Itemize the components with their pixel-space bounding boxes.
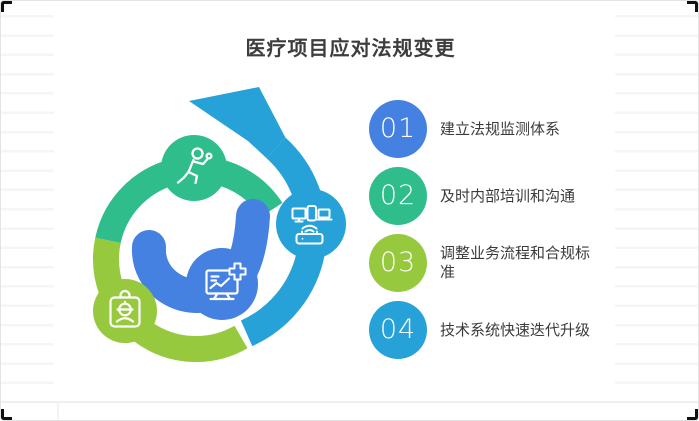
background-grid-line-vertical — [57, 401, 59, 420]
step-01-label: 建立法规监测体系 — [440, 120, 561, 138]
corner-mark-top-right — [687, 1, 698, 12]
step-01-badge: 01 — [369, 100, 427, 158]
plus-icon — [228, 262, 247, 281]
background-rule-lines-right — [615, 15, 698, 397]
step-item-03: 03 调整业务流程和合规标准 — [369, 234, 596, 292]
cycle-diagram — [93, 87, 346, 363]
page-title: 医疗项目应对法规变更 — [245, 38, 456, 60]
corner-mark-bottom-right — [687, 409, 698, 420]
runner-icon — [176, 147, 213, 185]
step-03-label: 调整业务流程和合规标准 — [440, 245, 591, 281]
id-badge-icon — [109, 289, 141, 328]
step-04-badge: 04 — [369, 301, 427, 359]
monitor-chart-icon — [205, 262, 247, 301]
node-badge — [93, 279, 157, 343]
step-04-label: 技术系统快速迭代升级 — [440, 321, 591, 339]
devices-icon — [291, 205, 333, 245]
corner-mark-bottom-left — [1, 409, 12, 420]
step-item-02: 02 及时内部培训和沟通 — [369, 167, 596, 225]
cycle-arrow-head — [189, 87, 286, 159]
node-runner — [161, 135, 227, 201]
step-item-04: 04 技术系统快速迭代升级 — [369, 301, 596, 359]
background-rule-lines-left — [1, 15, 54, 387]
step-02-label: 及时内部培训和沟通 — [440, 187, 576, 205]
node-devices — [276, 189, 346, 259]
step-02-badge: 02 — [369, 167, 427, 225]
step-03-badge: 03 — [369, 234, 427, 292]
background-grid-line-horizontal — [1, 401, 698, 403]
corner-mark-top-left — [1, 1, 12, 12]
step-item-01: 01 建立法规监测体系 — [369, 100, 596, 158]
